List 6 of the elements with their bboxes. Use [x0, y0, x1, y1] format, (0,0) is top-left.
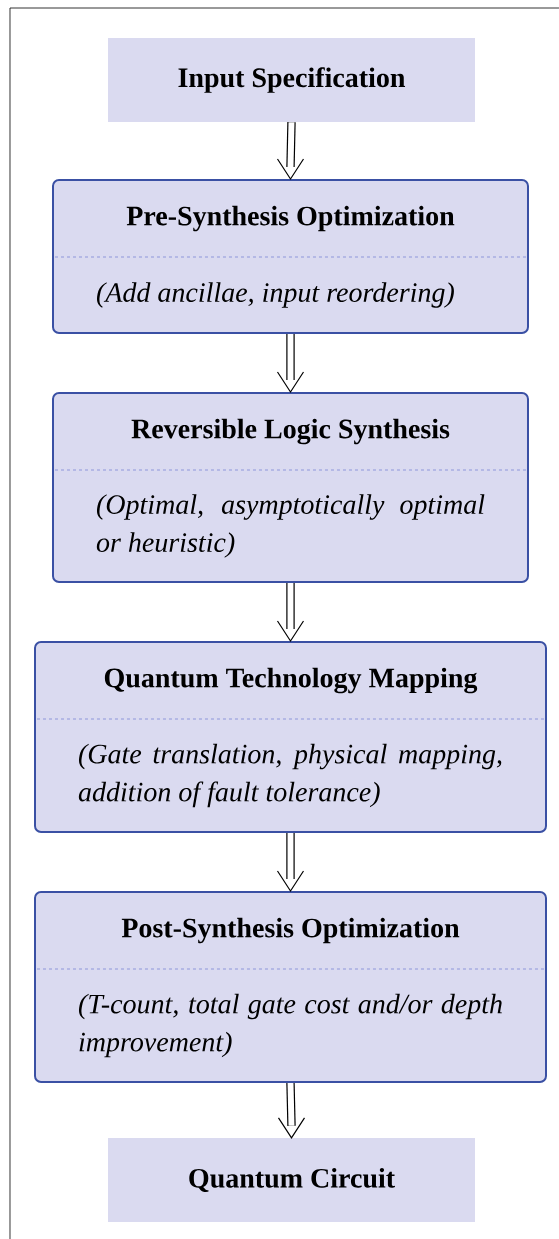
process-box: Quantum Technology Mapping (Gate translation, physical mapping, addition of fault tolerance) — [34, 641, 547, 833]
process-box: Pre-Synthesis Optimization (Add ancillae, input reordering) — [52, 179, 529, 334]
terminal-box: Quantum Circuit — [108, 1138, 475, 1222]
terminal-box: Input Specification — [108, 38, 475, 122]
process-box: Post-Synthesis Optimization (T-count, total gate cost and/or depth improvement) — [34, 891, 547, 1083]
process-box: Reversible Logic Synthesis (Optimal, asymptotically optimal or heuristic) — [52, 392, 529, 583]
